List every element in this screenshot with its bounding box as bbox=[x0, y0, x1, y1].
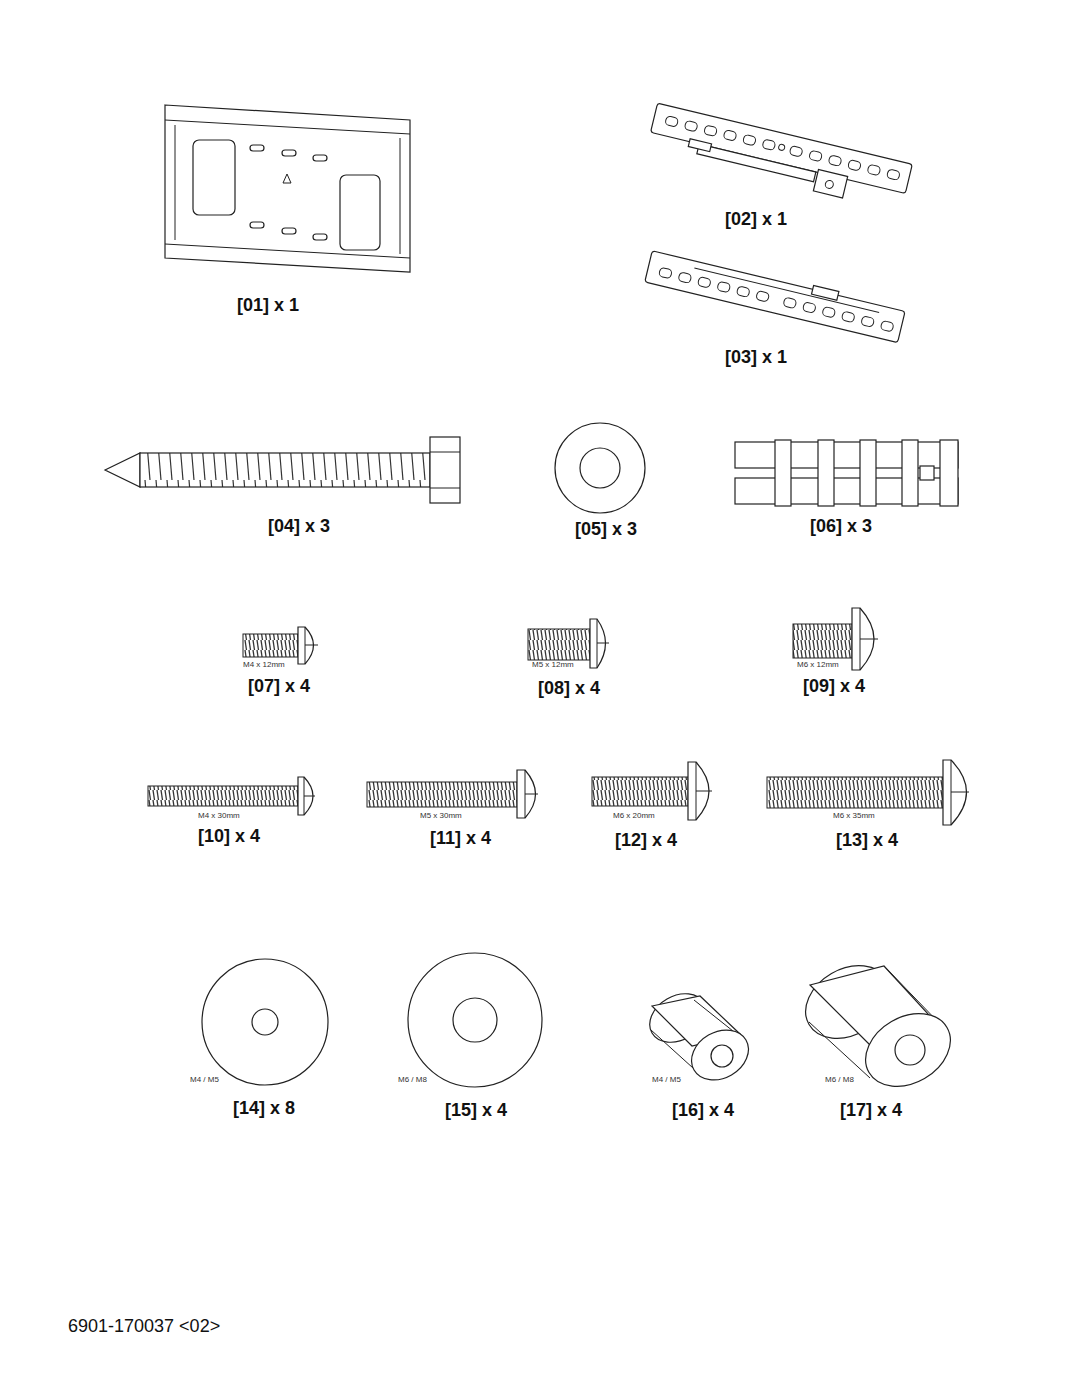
screw bbox=[367, 770, 538, 818]
callout-number: [01] x 1 bbox=[237, 296, 299, 316]
size-label: M5 x 12mm bbox=[532, 661, 574, 670]
screw bbox=[148, 777, 315, 815]
spacer bbox=[641, 984, 757, 1090]
callout-number: [06] x 3 bbox=[810, 517, 872, 537]
size-label: M4 x 30mm bbox=[198, 812, 240, 821]
callout-number: [14] x 8 bbox=[233, 1099, 295, 1119]
size-label: M6 / M8 bbox=[398, 1076, 427, 1085]
size-label: M4 / M5 bbox=[652, 1076, 681, 1085]
tv-rail bbox=[645, 247, 906, 343]
size-label: M5 x 30mm bbox=[420, 812, 462, 821]
wall-plate bbox=[165, 105, 410, 272]
callout-number: [09] x 4 bbox=[803, 677, 865, 697]
screw bbox=[592, 762, 712, 820]
size-label: M6 / M8 bbox=[825, 1076, 854, 1085]
size-label: M6 x 20mm bbox=[613, 812, 655, 821]
callout-number: [13] x 4 bbox=[836, 831, 898, 851]
callout-number: [17] x 4 bbox=[840, 1101, 902, 1121]
washer bbox=[555, 423, 645, 513]
washer bbox=[408, 953, 542, 1087]
callout-number: [12] x 4 bbox=[615, 831, 677, 851]
callout-number: [03] x 1 bbox=[725, 348, 787, 368]
callout-number: [16] x 4 bbox=[672, 1101, 734, 1121]
callout-number: [11] x 4 bbox=[430, 829, 491, 849]
size-label: M6 x 12mm bbox=[797, 661, 839, 670]
screw bbox=[793, 608, 878, 670]
size-label: M6 x 35mm bbox=[833, 812, 875, 821]
screw bbox=[767, 760, 969, 825]
wall-anchor bbox=[735, 440, 958, 506]
lag-bolt bbox=[105, 437, 460, 503]
callout-number: [07] x 4 bbox=[248, 677, 310, 697]
spacer bbox=[793, 951, 964, 1101]
callout-number: [04] x 3 bbox=[268, 517, 330, 537]
callout-number: [15] x 4 bbox=[445, 1101, 507, 1121]
size-label: M4 x 12mm bbox=[243, 661, 285, 670]
screw bbox=[243, 627, 318, 664]
washer bbox=[202, 959, 328, 1085]
callout-number: [02] x 1 bbox=[725, 210, 787, 230]
size-label: M4 / M5 bbox=[190, 1076, 219, 1085]
callout-number: [10] x 4 bbox=[198, 827, 260, 847]
callout-number: [05] x 3 bbox=[575, 520, 637, 540]
tv-rail bbox=[646, 103, 912, 212]
callout-number: [08] x 4 bbox=[538, 679, 600, 699]
document-number: 6901-170037 <02> bbox=[68, 1317, 220, 1337]
